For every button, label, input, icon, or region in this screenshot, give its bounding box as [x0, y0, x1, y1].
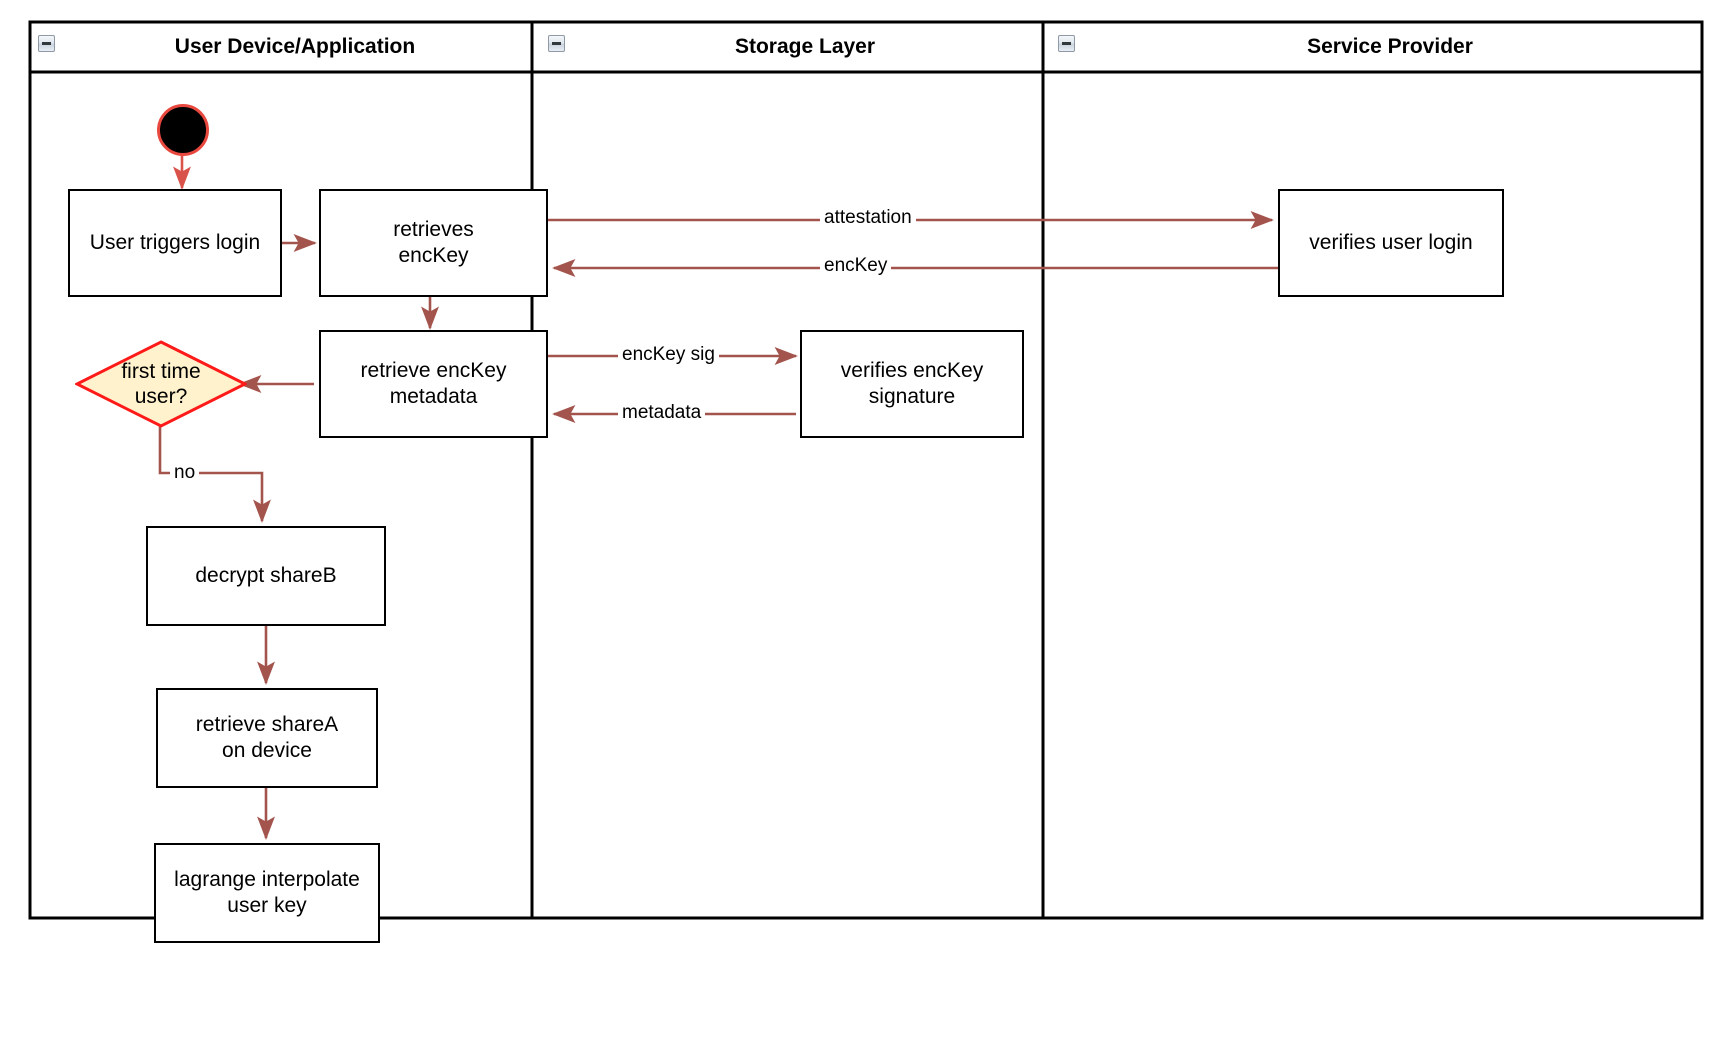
collapse-minus-icon-service-provider[interactable]: [1058, 35, 1075, 52]
minus-glyph: [42, 42, 51, 45]
minus-glyph: [1062, 42, 1071, 45]
edge-label-no: no: [170, 462, 200, 484]
edge-label-attestation: attestation: [820, 207, 916, 229]
node-lagrange-interpolate-user-key[interactable]: lagrange interpolate user key: [154, 843, 380, 943]
node-first-time-user-decision[interactable]: first time user?: [75, 340, 247, 428]
node-verifies-enckey-signature[interactable]: verifies encKey signature: [800, 330, 1024, 438]
node-user-triggers-login[interactable]: User triggers login: [68, 189, 282, 297]
decision-label: first time user?: [121, 359, 201, 408]
edge-decision-no: [158, 419, 271, 523]
node-verifies-user-login[interactable]: verifies user login: [1278, 189, 1504, 297]
edge-label-enckey-sig: encKey sig: [618, 344, 719, 366]
edge-label-metadata: metadata: [618, 402, 706, 424]
diamond-shape: [75, 340, 247, 428]
initial-node[interactable]: [157, 104, 209, 156]
node-retrieve-sharea-on-device[interactable]: retrieve shareA on device: [156, 688, 378, 788]
minus-glyph: [552, 42, 561, 45]
node-retrieves-enckey[interactable]: retrieves encKey: [319, 189, 548, 297]
edge-label-enckey: encKey: [820, 255, 892, 277]
node-decrypt-shareb[interactable]: decrypt shareB: [146, 526, 386, 626]
node-retrieve-enckey-metadata[interactable]: retrieve encKey metadata: [319, 330, 548, 438]
collapse-minus-icon-user-device[interactable]: [38, 35, 55, 52]
collapse-minus-icon-storage-layer[interactable]: [548, 35, 565, 52]
